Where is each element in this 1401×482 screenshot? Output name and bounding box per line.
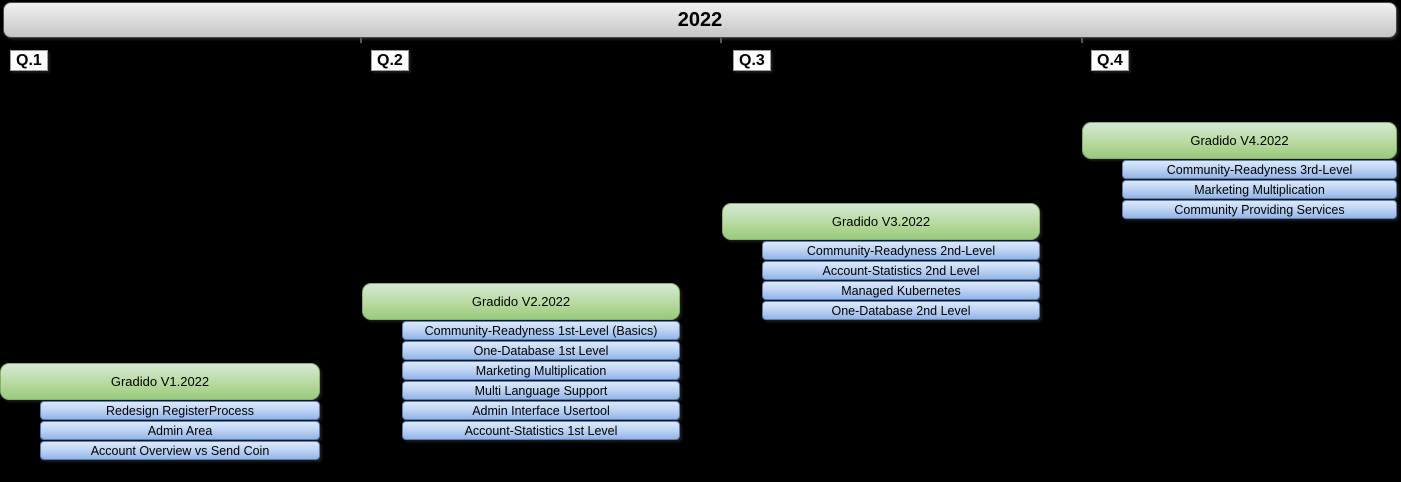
release-box-v3: Gradido V3.2022 — [722, 203, 1040, 240]
feature-bar: Redesign RegisterProcess — [40, 401, 320, 420]
feature-bar: Community Providing Services — [1122, 200, 1397, 219]
feature-bar: Community-Readyness 2nd-Level — [762, 241, 1040, 260]
release-box-v4: Gradido V4.2022 — [1082, 122, 1397, 159]
feature-bar: One-Database 1st Level — [402, 341, 680, 360]
release-group-v2: Gradido V2.2022 Community-Readyness 1st-… — [362, 283, 680, 440]
release-box-v2: Gradido V2.2022 — [362, 283, 680, 320]
release-box-v1: Gradido V1.2022 — [0, 363, 320, 400]
quarter-divider-tick — [1081, 38, 1083, 43]
feature-bar: Account Overview vs Send Coin — [40, 441, 320, 460]
feature-bar: One-Database 2nd Level — [762, 301, 1040, 320]
quarter-label-q2: Q.2 — [371, 50, 409, 71]
quarter-label-q4: Q.4 — [1091, 50, 1129, 71]
release-group-v3: Gradido V3.2022 Community-Readyness 2nd-… — [722, 203, 1040, 320]
feature-bar: Managed Kubernetes — [762, 281, 1040, 300]
year-header-bar: 2022 — [3, 2, 1397, 38]
release-group-v1: Gradido V1.2022 Redesign RegisterProcess… — [0, 363, 320, 460]
year-title: 2022 — [677, 8, 723, 31]
feature-bar: Account-Statistics 2nd Level — [762, 261, 1040, 280]
feature-bar: Community-Readyness 3rd-Level — [1122, 160, 1397, 179]
feature-bar: Account-Statistics 1st Level — [402, 421, 680, 440]
release-group-v4: Gradido V4.2022 Community-Readyness 3rd-… — [1082, 122, 1397, 219]
quarter-divider-tick — [720, 38, 722, 43]
feature-bar: Marketing Multiplication — [1122, 180, 1397, 199]
feature-bar: Admin Interface Usertool — [402, 401, 680, 420]
feature-bar: Community-Readyness 1st-Level (Basics) — [402, 321, 680, 340]
feature-bar: Admin Area — [40, 421, 320, 440]
quarter-label-q3: Q.3 — [733, 50, 771, 71]
feature-bar: Multi Language Support — [402, 381, 680, 400]
quarter-label-q1: Q.1 — [10, 50, 48, 71]
quarter-divider-tick — [360, 38, 362, 43]
feature-bar: Marketing Multiplication — [402, 361, 680, 380]
